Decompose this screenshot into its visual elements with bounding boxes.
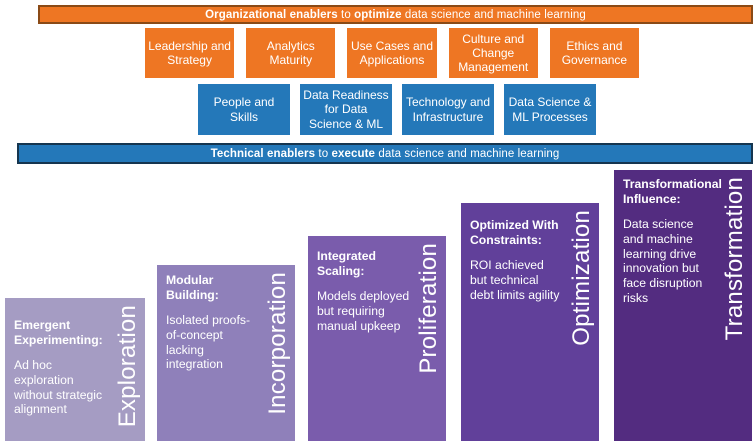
step-transformation: Transformational Influence: Data science… xyxy=(614,170,752,441)
tech-banner-bold-text-2: execute xyxy=(331,147,376,160)
step-optimization: Optimized With Constraints: ROI achieved… xyxy=(461,203,599,441)
organizational-enablers-row: Leadership and Strategy Analytics Maturi… xyxy=(145,28,640,78)
step-exploration: Emergent Experimenting: Ad hoc explorati… xyxy=(5,298,145,441)
step-text-block: Emergent Experimenting: Ad hoc explorati… xyxy=(14,318,107,417)
tech-banner-text-2: data science and machine learning xyxy=(375,147,560,160)
step-heading: Emergent Experimenting: xyxy=(14,318,103,347)
step-heading: Integrated Scaling: xyxy=(317,249,376,278)
enabler-people-and-skills: People and Skills xyxy=(198,84,290,135)
stage-label-exploration: Exploration xyxy=(114,305,141,428)
step-text-block: Transformational Influence: Data science… xyxy=(623,177,722,306)
org-banner-text: to xyxy=(337,8,355,21)
enabler-culture-and-change-management: Culture and Change Management xyxy=(448,28,538,78)
enabler-data-science-ml-processes: Data Science & ML Processes xyxy=(504,84,596,135)
enabler-leadership-and-strategy: Leadership and Strategy xyxy=(145,28,235,78)
stage-label-proliferation: Proliferation xyxy=(415,243,442,374)
enabler-use-cases-and-applications: Use Cases and Applications xyxy=(347,28,437,78)
organizational-enablers-banner: Organizational enablers to optimize data… xyxy=(38,5,753,24)
enabler-data-readiness: Data Readiness for Data Science & ML xyxy=(300,84,392,135)
stage-label-incorporation: Incorporation xyxy=(264,272,291,415)
org-banner-bold-text-2: optimize xyxy=(354,8,402,21)
technical-enablers-banner: Technical enablers to execute data scien… xyxy=(17,143,753,164)
tech-banner-text: to xyxy=(315,147,332,160)
technical-enablers-row: People and Skills Data Readiness for Dat… xyxy=(198,84,596,135)
step-description: Models deployed but requiring manual upk… xyxy=(317,288,410,333)
step-heading: Optimized With Constraints: xyxy=(470,218,559,247)
stage-label-optimization: Optimization xyxy=(568,210,595,346)
step-incorporation: Modular Building: Isolated proofs-of-con… xyxy=(157,265,295,441)
enabler-analytics-maturity: Analytics Maturity xyxy=(246,28,336,78)
step-description: Isolated proofs-of-concept lacking integ… xyxy=(166,312,251,372)
step-heading: Transformational Influence: xyxy=(623,177,722,206)
enabler-ethics-and-governance: Ethics and Governance xyxy=(549,28,640,78)
step-text-block: Integrated Scaling: Models deployed but … xyxy=(317,249,410,333)
step-proliferation: Integrated Scaling: Models deployed but … xyxy=(308,236,446,441)
org-banner-text-2: data science and machine learning xyxy=(401,8,586,21)
stage-label-transformation: Transformation xyxy=(721,177,748,341)
step-description: Data science and machine learning drive … xyxy=(623,216,703,306)
step-heading: Modular Building: xyxy=(166,273,219,302)
step-text-block: Optimized With Constraints: ROI achieved… xyxy=(470,218,563,302)
org-banner-bold-text: Organizational enablers xyxy=(205,8,338,21)
tech-banner-bold-text: Technical enablers xyxy=(210,147,316,160)
step-description: ROI achieved but technical debt limits a… xyxy=(470,257,560,302)
enabler-technology-and-infrastructure: Technology and Infrastructure xyxy=(402,84,494,135)
step-text-block: Modular Building: Isolated proofs-of-con… xyxy=(166,273,259,372)
step-description: Ad hoc exploration without strategic ali… xyxy=(14,357,103,417)
